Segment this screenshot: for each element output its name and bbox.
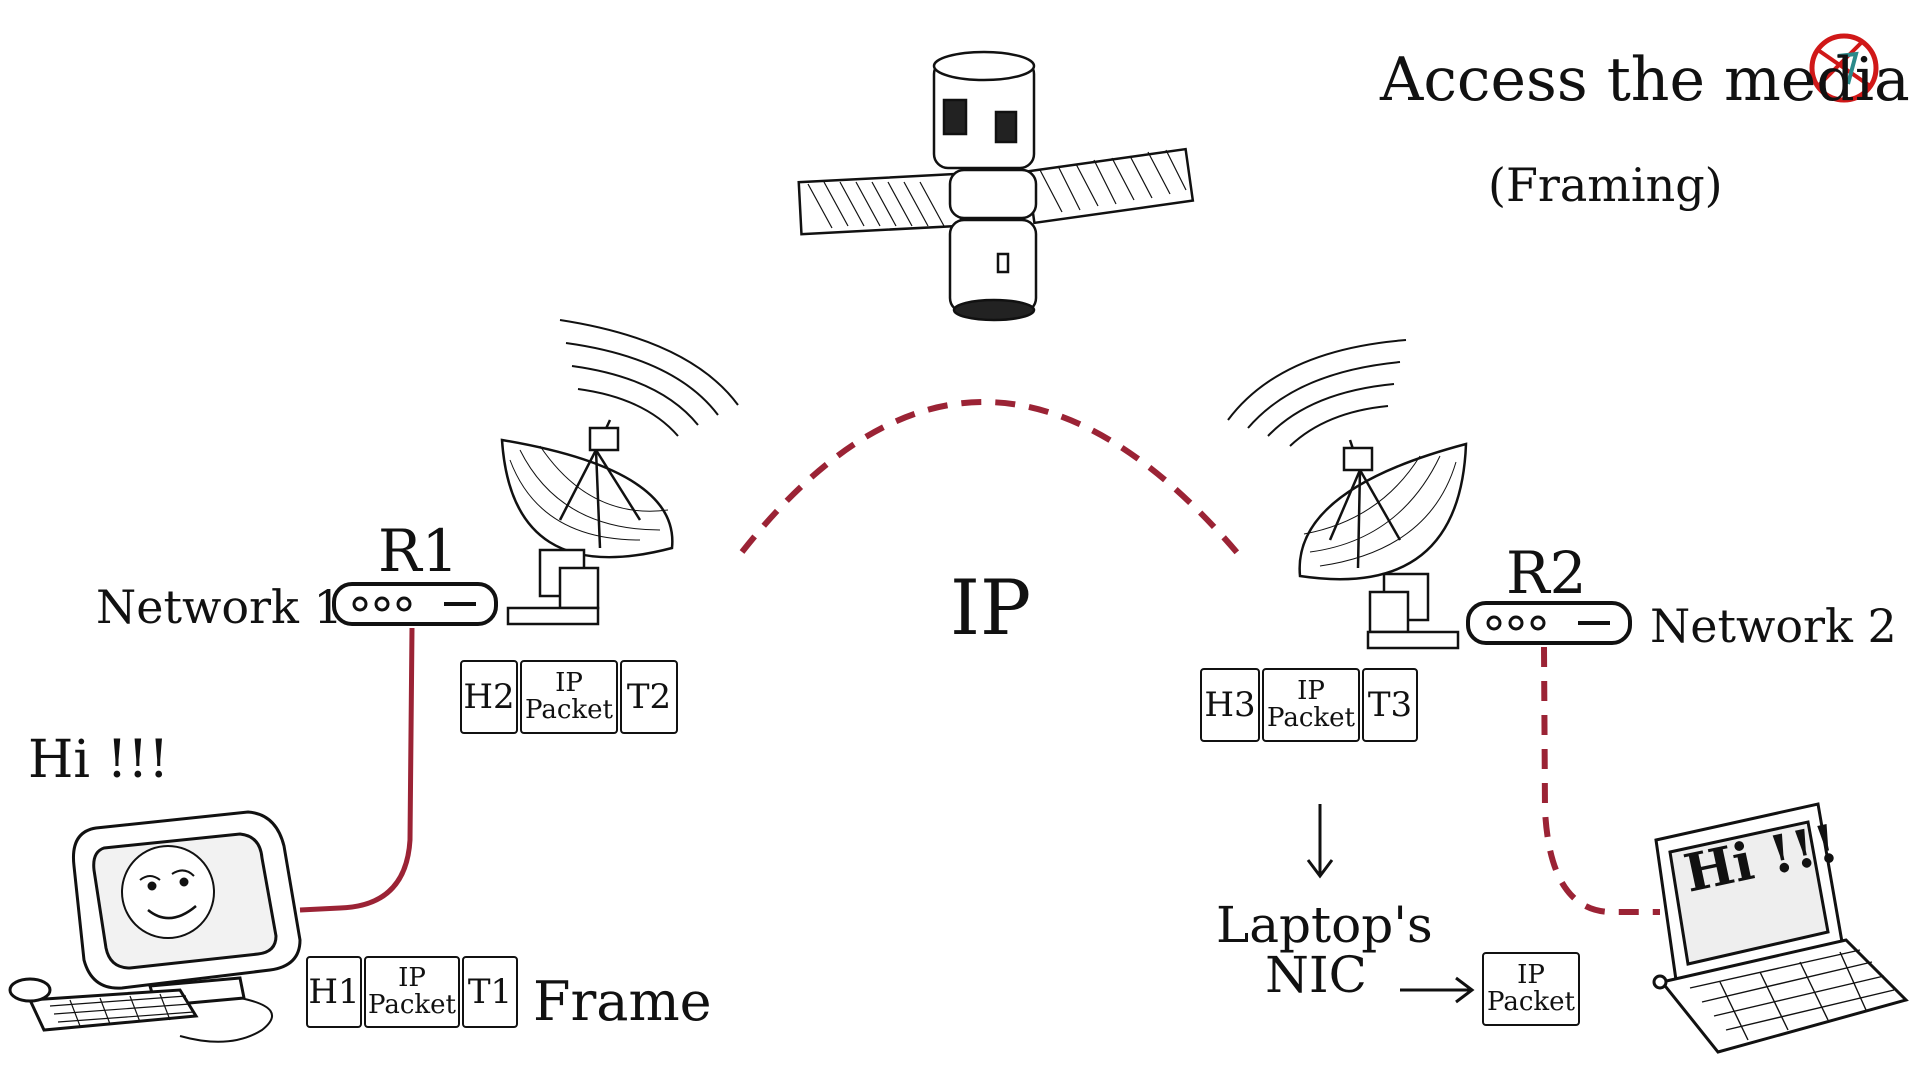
- laptop-nic-label: Laptop's NIC: [1216, 896, 1433, 1004]
- payload-line-1: IP: [555, 667, 583, 698]
- brand-logo-icon: [1809, 33, 1879, 103]
- frame-h2-t2: H2 IP Packet T2: [460, 660, 680, 734]
- payload-line-1: IP: [1517, 959, 1545, 990]
- frame-trailer-t3: T3: [1362, 668, 1418, 742]
- link-r2-to-laptop: [1541, 646, 1660, 915]
- payload-line-2: Packet: [1487, 987, 1575, 1017]
- laptop-icon: [1652, 802, 1909, 1054]
- desktop-computer-icon: [8, 810, 302, 1043]
- ip-packet-decapsulated: IP Packet: [1482, 952, 1582, 1026]
- network-2-label: Network 2: [1650, 599, 1897, 653]
- laptop-nic-line-1: Laptop's: [1216, 896, 1433, 954]
- ip-packet-box: IP Packet: [1482, 952, 1580, 1026]
- frame-trailer-t2: T2: [620, 660, 678, 734]
- payload-line-2: Packet: [525, 695, 613, 725]
- satellite-icon: [797, 50, 1195, 322]
- down-arrow-icon: [1306, 804, 1334, 879]
- frame-payload-ip-packet: IP Packet: [520, 660, 618, 734]
- frame-trailer-t1: T1: [462, 956, 518, 1028]
- frame-caption: Frame: [533, 970, 712, 1033]
- router-r1-icon: [332, 582, 498, 626]
- slide-title: Access the media: [1380, 45, 1910, 115]
- frame-header-h3: H3: [1200, 668, 1260, 742]
- link-r1-to-pc: [299, 627, 415, 913]
- payload-line-1: IP: [1297, 675, 1325, 706]
- laptop-nic-line-2: NIC: [1265, 946, 1367, 1004]
- router-r2-label: R2: [1506, 539, 1587, 607]
- frame-h3-t3: H3 IP Packet T3: [1200, 668, 1420, 742]
- frame-payload-ip-packet: IP Packet: [1262, 668, 1360, 742]
- ip-path-arc: [739, 399, 1243, 558]
- slide-subtitle: (Framing): [1488, 158, 1723, 212]
- frame-header-h1: H1: [306, 956, 362, 1028]
- satellite-dish-left-icon: [500, 319, 739, 626]
- satellite-dish-right-icon: [1227, 339, 1468, 650]
- payload-line-2: Packet: [1267, 703, 1355, 733]
- ip-protocol-label: IP: [950, 563, 1032, 652]
- right-arrow-icon: [1400, 976, 1475, 1004]
- network-1-label: Network 1: [96, 580, 343, 634]
- router-r2-icon: [1466, 601, 1632, 645]
- frame-h1-t1: H1 IP Packet T1: [306, 956, 520, 1028]
- payload-line-1: IP: [398, 962, 426, 993]
- payload-line-2: Packet: [368, 990, 456, 1020]
- frame-header-h2: H2: [460, 660, 518, 734]
- sender-speech-text: Hi !!!: [28, 730, 170, 790]
- frame-payload-ip-packet: IP Packet: [364, 956, 460, 1028]
- router-r1-label: R1: [378, 517, 459, 585]
